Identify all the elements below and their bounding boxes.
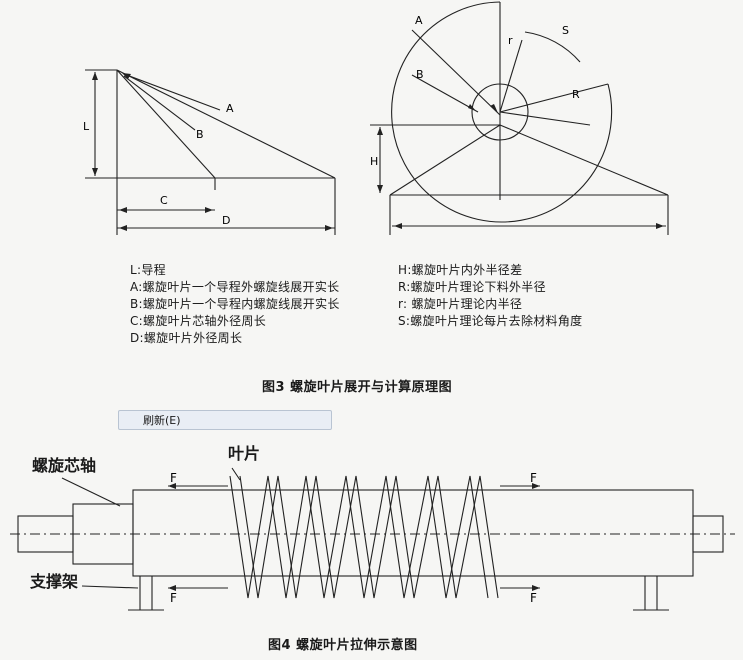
shaft-label: 螺旋芯轴 — [32, 456, 97, 475]
figure4-caption: 图4 螺旋叶片拉伸示意图 — [268, 638, 418, 653]
blade-stretch-diagram: F F F F — [10, 467, 735, 611]
label-B-right: B — [416, 68, 424, 81]
label-r: r — [508, 34, 513, 47]
legend-item: B:螺旋叶片一个导程内螺旋线展开实长 — [130, 297, 340, 311]
force-label-left-bottom: F — [170, 591, 177, 605]
label-A-right: A — [415, 14, 423, 27]
label-H: H — [370, 155, 378, 168]
refresh-menu-item[interactable]: 刷新(E) — [118, 410, 332, 430]
force-label-left-top: F — [170, 471, 177, 485]
support-label: 支撑架 — [30, 572, 79, 591]
legend-item: r: 螺旋叶片理论内半径 — [398, 297, 523, 311]
unfold-triangle-diagram: L A B C D — [83, 69, 336, 235]
label-B: B — [196, 128, 204, 141]
label-R: R — [572, 88, 580, 101]
legend-item: D:螺旋叶片外径周长 — [130, 331, 243, 345]
label-S: S — [562, 24, 569, 37]
label-L: L — [83, 120, 90, 133]
legend-left: L:导程 A:螺旋叶片一个导程外螺旋线展开实长 B:螺旋叶片一个导程内螺旋线展开… — [130, 262, 340, 347]
blade-label: 叶片 — [228, 444, 261, 463]
force-label-right-bottom: F — [530, 591, 537, 605]
figure3-caption: 图3 螺旋叶片展开与计算原理图 — [262, 380, 453, 395]
annulus-sector-diagram: A B H S r R — [370, 1, 669, 235]
label-C: C — [160, 194, 168, 207]
legend-item: C:螺旋叶片芯轴外径周长 — [130, 314, 267, 328]
legend-item: A:螺旋叶片一个导程外螺旋线展开实长 — [130, 280, 340, 294]
refresh-label: 刷新(E) — [143, 414, 181, 427]
legend-item: L:导程 — [130, 263, 166, 277]
legend-item: S:螺旋叶片理论每片去除材料角度 — [398, 314, 583, 328]
force-label-right-top: F — [530, 471, 537, 485]
legend-item: R:螺旋叶片理论下料外半径 — [398, 280, 546, 294]
label-D: D — [222, 214, 230, 227]
legend-right: H:螺旋叶片内外半径差 R:螺旋叶片理论下料外半径 r: 螺旋叶片理论内半径 S… — [398, 262, 582, 330]
legend-item: H:螺旋叶片内外半径差 — [398, 263, 523, 277]
label-A: A — [226, 102, 234, 115]
